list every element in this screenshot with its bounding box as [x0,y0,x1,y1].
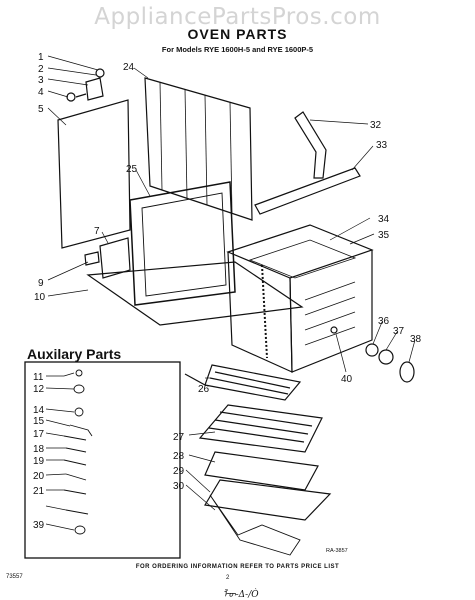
callout-24: 24 [123,62,135,73]
callout-3: 3 [38,75,44,86]
callout-12: 12 [33,384,45,395]
part-side-wall [144,77,253,221]
callout-15: 15 [33,416,45,427]
callout-21: 21 [33,486,45,497]
callout-26: 26 [198,384,210,395]
callout-7: 7 [94,226,100,237]
part-broil-rack [204,479,332,556]
drawing-code: RA-3857 [326,548,348,554]
callout-9: 9 [38,278,44,289]
page-subtitle: For Models RYE 1600H-5 and RYE 1600P-5 [161,45,314,54]
callout-33: 33 [376,140,388,151]
part-front-frame [129,181,236,306]
page-title: OVEN PARTS [187,26,288,42]
callout-4: 4 [38,87,44,98]
callout-34: 34 [378,214,390,225]
part-40 [330,326,338,334]
callout-32: 32 [370,120,382,131]
part-base-plate [86,261,304,326]
callout-1: 1 [38,52,44,63]
page-number: 2 [226,575,230,581]
callout-2: 2 [38,64,44,75]
part-bake-element [184,364,302,401]
ordering-note: FOR ORDERING INFORMATION REFER TO PARTS … [135,564,340,570]
callout-11: 11 [33,372,44,383]
callout-17: 17 [33,429,45,440]
aux-parts-heading: Auxilary Parts [27,346,122,362]
callout-numbers: 1 2 3 4 5 24 32 33 25 34 35 7 9 10 36 37… [33,52,422,531]
callout-30: 30 [173,481,185,492]
leader-lines [45,55,416,531]
aux-parts-box [24,361,181,559]
part-oven-liner [226,224,374,373]
aux-small-parts [63,369,93,535]
handwritten-note: ᠯ᠊ᠦ-Δ-/Ò [223,590,259,600]
part-clip-9 [84,251,100,266]
callout-27: 27 [173,432,185,443]
callout-20: 20 [33,471,45,482]
callout-36: 36 [378,316,390,327]
callout-25: 25 [126,164,138,175]
part-light-assembly [365,343,415,383]
callout-5: 5 [38,104,44,115]
part-top-rail [254,167,361,215]
callout-29: 29 [173,466,185,477]
callout-35: 35 [378,230,390,241]
callout-14: 14 [33,405,45,416]
part-oven-rack [198,404,323,453]
callout-19: 19 [33,456,45,467]
callout-39: 39 [33,520,45,531]
callout-38: 38 [410,334,422,345]
part-bracket-7 [99,237,131,279]
callout-10: 10 [34,292,46,303]
page-code: 73557 [6,574,23,580]
side-wall-ribs [159,81,233,214]
part-back-panel [57,99,131,249]
watermark: AppliancePartsPros.com [94,4,381,30]
part-vent-tube [294,111,327,179]
callout-40: 40 [341,374,353,385]
callout-28: 28 [173,451,185,462]
callout-18: 18 [33,444,45,455]
part-broil-pan [204,451,319,491]
callout-37: 37 [393,326,405,337]
